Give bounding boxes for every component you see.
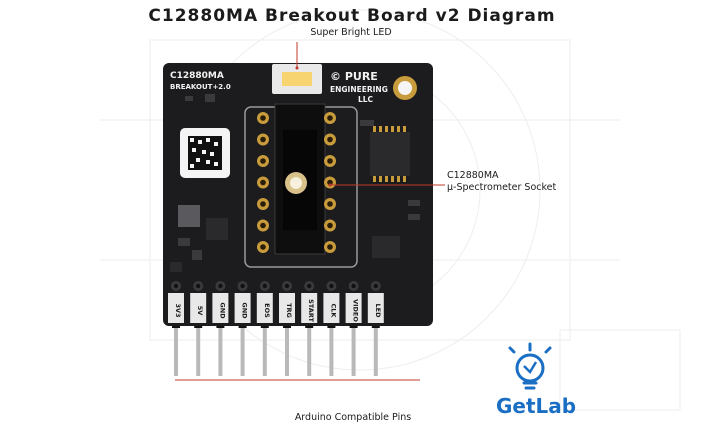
pin-label-trg: TRG [285,303,293,318]
pin-label-eos: EOS [263,303,271,318]
silk-model-text: C12880MA [170,71,224,81]
pin-label-plaque [190,293,207,323]
pin-label-plaque [234,293,251,323]
pin-label-row: 3V3 5V GND GND EOS TRG START CLK VIDEO LED [168,281,384,323]
pin-label-start: START [307,299,315,322]
getlab-logo-text: GetLab [496,394,577,418]
callout-led-label: Super Bright LED [310,27,392,38]
header-pins [172,318,380,376]
pin-label-5v: 5V [196,306,204,316]
header-pin [307,318,312,376]
silk-company-2: ENGINEERING [330,85,388,94]
silk-company-1: © PURE [330,70,378,83]
header-pin [329,318,334,376]
header-pin [218,318,223,376]
datamatrix-code [180,128,230,178]
ic-chip [370,126,410,182]
pin-label-gnd: GND [218,302,226,319]
callout-pins-label: Arduino Compatible Pins [294,412,412,423]
pin-label-plaque [256,293,273,323]
header-pin [240,318,245,376]
pin-label-clk: CLK [329,304,337,319]
callout-lines [175,42,445,381]
lightbulb-icon [508,342,552,390]
super-bright-led [272,64,322,94]
pin-label-plaque [212,293,229,323]
header-pin [373,318,378,376]
header-pin [351,318,356,376]
pin-label-plaque [279,293,295,323]
pin-label-led: LED [374,304,382,319]
pin-label-plaque [345,293,362,323]
header-pin [262,318,267,376]
callout-socket-label-line2: µ-Spectrometer Socket [447,182,557,193]
pin-label-video: VIDEO [352,299,360,322]
silk-company-3: LLC [358,95,374,104]
header-pin [174,318,178,376]
pin-label-plaque [367,293,384,323]
pin-label-plaque [301,293,318,323]
silk-breakout-text: BREAKOUT+2.0 [170,83,231,91]
smd-components [170,94,420,272]
header-pin [285,318,289,376]
pin-label-3v3: 3V3 [174,303,182,317]
diagram-title: C12880MA Breakout Board v2 Diagram [148,6,556,26]
pin-label-plaque [323,293,340,323]
pin-label-plaque [168,293,184,323]
socket-pads [257,112,336,253]
callout-socket-label-line1: C12880MA [447,170,499,181]
header-pin [196,318,201,376]
pin-label-gnd: GND [241,302,249,319]
